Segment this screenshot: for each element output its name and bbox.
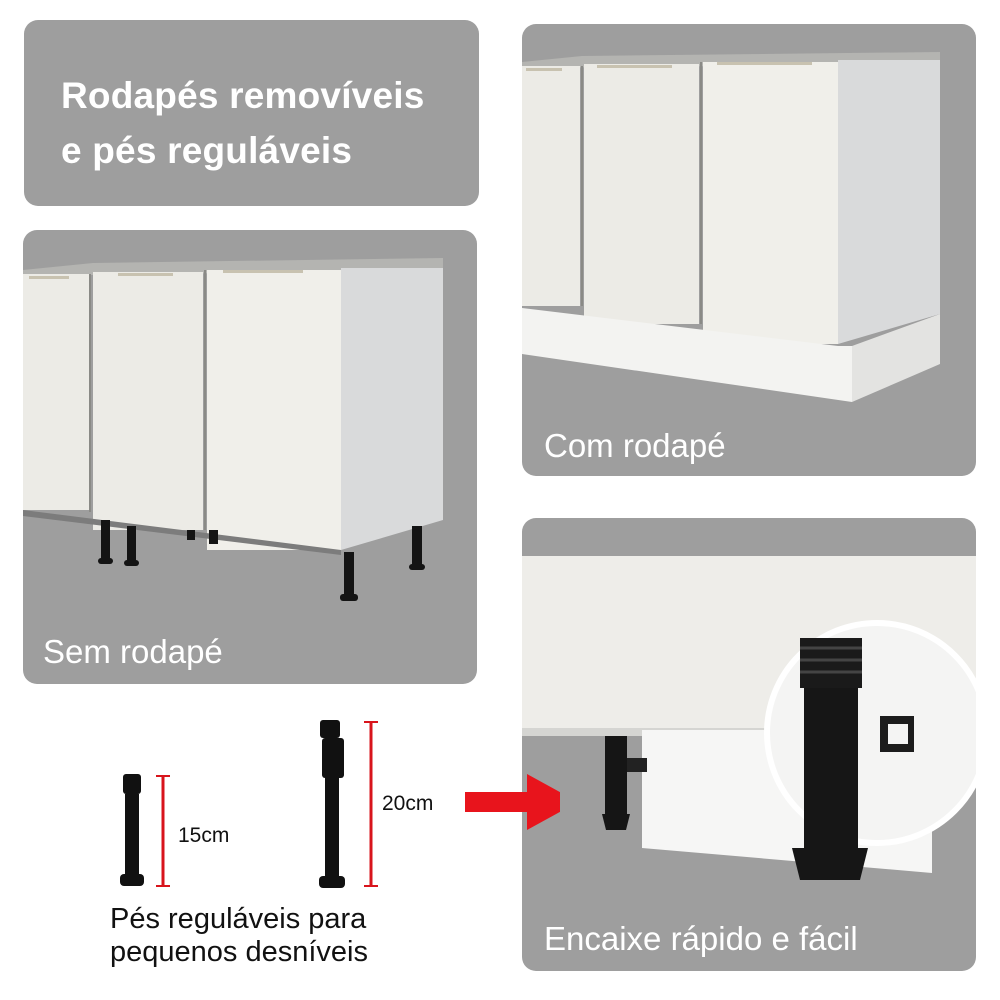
red-arrow-icon <box>465 774 560 830</box>
com-rodape-panel: Com rodapé <box>522 24 976 476</box>
short-foot <box>120 774 144 886</box>
com-rodape-caption: Com rodapé <box>544 427 726 464</box>
cabinet-without-plinth-image <box>23 258 443 601</box>
feet-caption-line-2: pequenos desníveis <box>110 936 368 968</box>
adjustable-feet-image <box>120 720 560 888</box>
feet-caption: Pés reguláveis para pequenos desníveis <box>110 903 368 969</box>
plinth-clip-detail-image <box>522 556 976 880</box>
cabinet-with-plinth-image <box>522 52 940 402</box>
page-title: Rodapés removíveis e pés reguláveis <box>61 68 424 178</box>
tall-foot-label: 20cm <box>382 792 434 815</box>
encaixe-panel: Encaixe rápido e fácil <box>522 518 976 971</box>
title-panel: Rodapés removíveis e pés reguláveis <box>24 20 479 206</box>
encaixe-caption: Encaixe rápido e fácil <box>544 920 858 957</box>
short-foot-label: 15cm <box>178 824 230 847</box>
tall-foot <box>319 720 345 888</box>
sem-rodape-panel: Sem rodapé <box>23 230 477 684</box>
title-line-2: e pés reguláveis <box>61 130 353 171</box>
title-line-1: Rodapés removíveis <box>61 75 425 116</box>
feet-caption-line-1: Pés reguláveis para <box>110 903 367 935</box>
sem-rodape-caption: Sem rodapé <box>43 633 223 670</box>
